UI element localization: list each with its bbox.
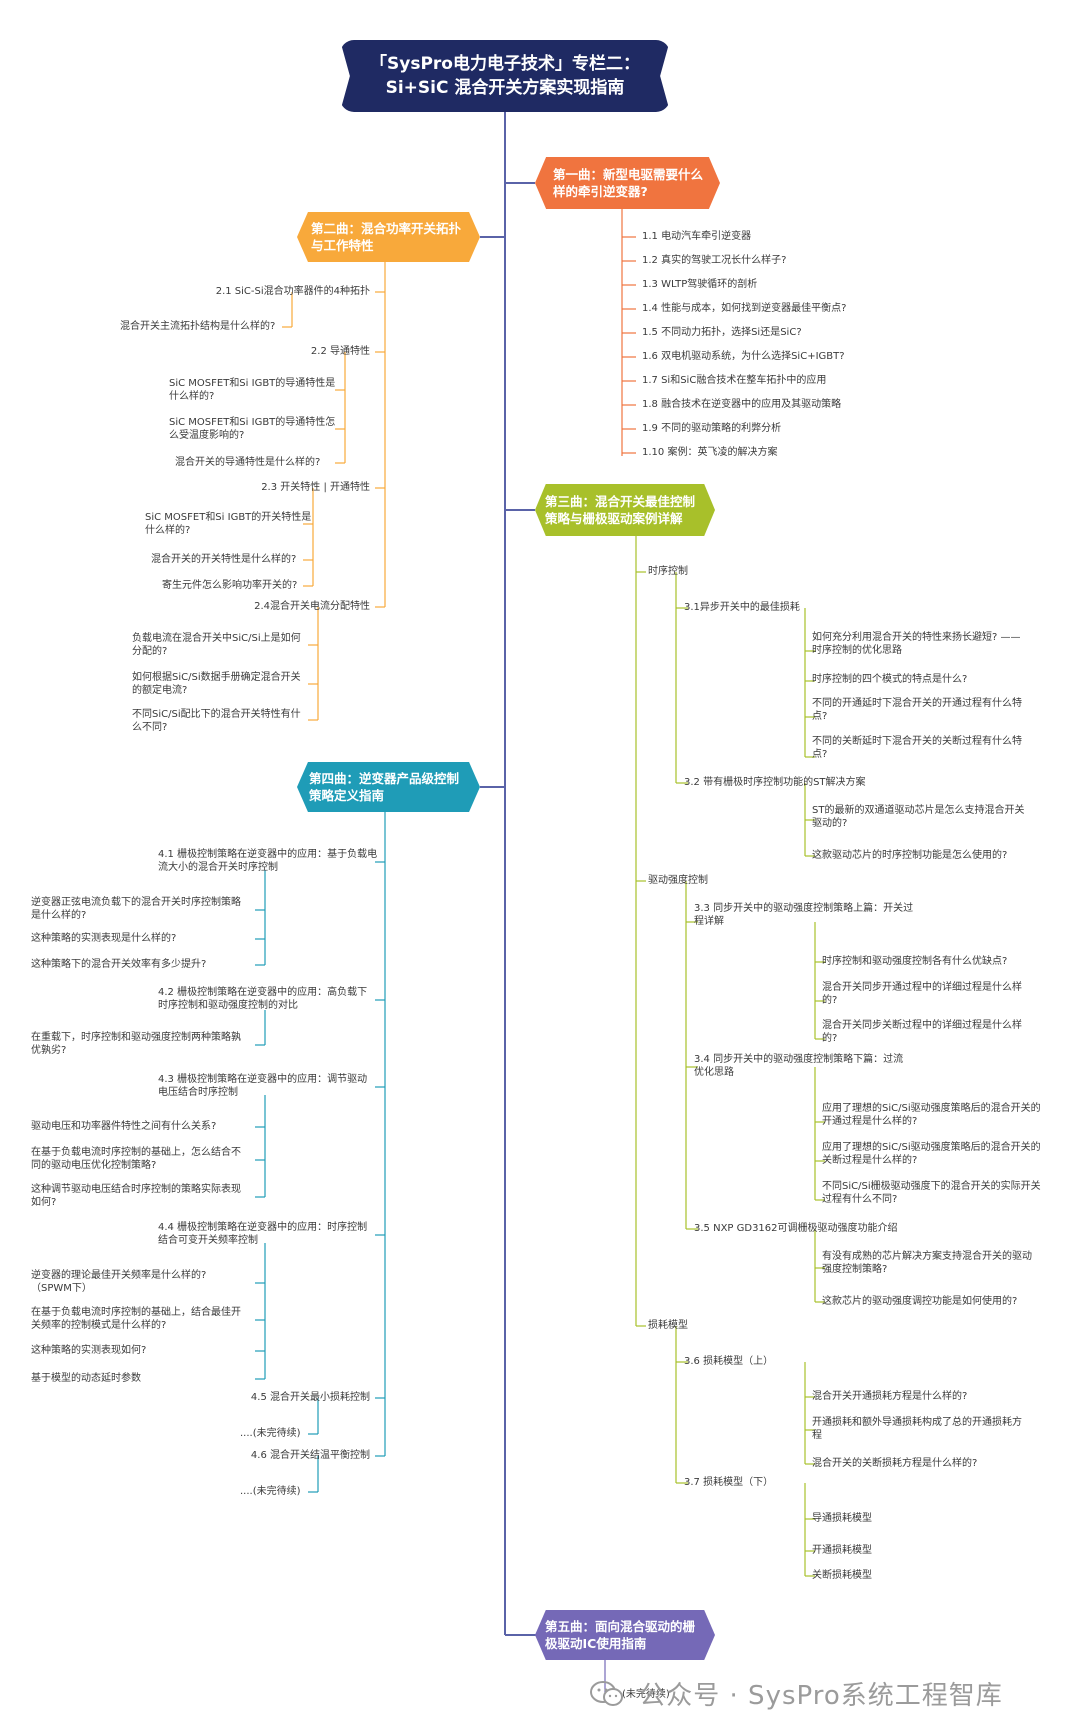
b2-2-2-item-3[interactable]: 混合开关的导通特性是什么样的?	[175, 457, 321, 468]
b3-3-2-item-2[interactable]: 这款驱动芯片的时序控制功能是怎么使用的?	[812, 850, 1008, 861]
b3-3-4-item-1[interactable]: 应用了理想的SiC/Si驱动强度策略后的混合开关的 开通过程是什么样的?	[822, 1103, 1041, 1127]
b1-item-5[interactable]: 1.5 不同动力拓扑，选择Si还是SiC?	[642, 327, 802, 338]
b4-4-4-item-3[interactable]: 这种策略的实测表现如何?	[31, 1345, 147, 1356]
branch-3-title: 第三曲：混合开关最佳控制 策略与栅极驱动案例详解	[545, 494, 696, 526]
b3-group-drive-strength[interactable]: 驱动强度控制	[648, 875, 708, 886]
watermark-text: 公众号 · SysPro系统工程智库	[639, 1681, 1003, 1711]
b1-item-1[interactable]: 1.1 电动汽车牵引逆变器	[642, 231, 752, 242]
b3-3-7-item-1[interactable]: 导通损耗模型	[812, 1513, 872, 1524]
b1-item-9[interactable]: 1.9 不同的驱动策略的利弊分析	[642, 423, 782, 434]
b3-3-1-item-3[interactable]: 不同的开通延时下混合开关的开通过程有什么特 点?	[812, 698, 1022, 722]
b3-3-6-item-2[interactable]: 开通损耗和额外导通损耗构成了总的开通损耗方 程	[812, 1417, 1022, 1441]
b3-topic-3-7[interactable]: 3.7 损耗模型（下）	[684, 1477, 774, 1488]
b3-3-3-item-3[interactable]: 混合开关同步关断过程中的详细过程是什么样 的?	[822, 1020, 1022, 1044]
branch-4-title: 第四曲：逆变器产品级控制 策略定义指南	[309, 771, 460, 803]
b4-4-4-item-2[interactable]: 在基于负载电流时序控制的基础上，结合最佳开 关频率的控制模式是什么样的?	[31, 1307, 241, 1331]
b1-item-8[interactable]: 1.8 融合技术在逆变器中的应用及其驱动策略	[642, 399, 842, 410]
b1-item-7[interactable]: 1.7 Si和SiC融合技术在整车拓扑中的应用	[642, 375, 827, 386]
root-title-node[interactable]: 「SysPro电力电子技术」专栏二： Si+SiC 混合开关方案实现指南	[340, 40, 670, 112]
b3-topic-3-4[interactable]: 3.4 同步开关中的驱动强度控制策略下篇：过流 优化思路	[694, 1054, 904, 1078]
b3-3-6-item-3[interactable]: 混合开关的关断损耗方程是什么样的?	[812, 1458, 978, 1469]
b4-topic-4-4[interactable]: 4.4 栅极控制策略在逆变器中的应用：时序控制 结合可变开关频率控制	[158, 1222, 368, 1246]
root-title-line1: 「SysPro电力电子技术」专栏二：	[370, 54, 640, 74]
b4-4-1-item-3[interactable]: 这种策略下的混合开关效率有多少提升?	[31, 959, 207, 970]
b3-3-3-item-1[interactable]: 时序控制和驱动强度控制各有什么优缺点?	[822, 956, 1008, 967]
b2-2-4-item-1[interactable]: 负载电流在混合开关中SiC/Si上是如何 分配的?	[132, 633, 301, 657]
b4-topic-4-6[interactable]: 4.6 混合开关结温平衡控制	[250, 1450, 370, 1461]
b3-3-4-item-2[interactable]: 应用了理想的SiC/Si驱动强度策略后的混合开关的 关断过程是什么样的?	[822, 1142, 1041, 1166]
branch-2-title: 第二曲：混合功率开关拓扑 与工作特性	[311, 221, 462, 253]
b3-topic-3-5[interactable]: 3.5 NXP GD3162可调栅极驱动强度功能介绍	[694, 1223, 898, 1234]
branch-5-title: 第五曲：面向混合驱动的栅 极驱动IC使用指南	[545, 1619, 696, 1651]
b2-topic-2-3[interactable]: 2.3 开关特性 | 开通特性	[261, 482, 370, 493]
b1-item-2[interactable]: 1.2 真实的驾驶工况长什么样子?	[642, 255, 787, 266]
b3-3-1-item-4[interactable]: 不同的关断延时下混合开关的关断过程有什么特 点?	[812, 736, 1022, 760]
b3-3-5-item-2[interactable]: 这款芯片的驱动强度调控功能是如何使用的?	[822, 1296, 1018, 1307]
b3-3-5-item-1[interactable]: 有没有成熟的芯片解决方案支持混合开关的驱动 强度控制策略?	[822, 1251, 1032, 1275]
watermark: 公众号 · SysPro系统工程智库	[590, 1675, 1003, 1712]
b3-3-2-item-1[interactable]: ST的最新的双通道驱动芯片是怎么支持混合开关 驱动的?	[812, 805, 1025, 829]
b3-3-3-item-2[interactable]: 混合开关同步开通过程中的详细过程是什么样 的?	[822, 982, 1022, 1006]
b2-topic-2-2[interactable]: 2.2 导通特性	[310, 346, 370, 357]
b2-2-4-item-3[interactable]: 不同SiC/Si配比下的混合开关特性有什 么不同?	[132, 709, 301, 733]
b2-2-3-item-3[interactable]: 寄生元件怎么影响功率开关的?	[162, 580, 298, 591]
b3-group-timing[interactable]: 时序控制	[648, 566, 688, 577]
b3-3-1-item-2[interactable]: 时序控制的四个模式的特点是什么?	[812, 674, 968, 685]
b1-item-10[interactable]: 1.10 案例：英飞凌的解决方案	[642, 447, 778, 458]
b2-topic-2-1[interactable]: 2.1 SiC-Si混合功率器件的4种拓扑	[215, 286, 370, 297]
b4-4-2-item-1[interactable]: 在重载下，时序控制和驱动强度控制两种策略孰 优孰劣?	[31, 1032, 241, 1056]
b3-group-loss-model[interactable]: 损耗模型	[648, 1320, 688, 1331]
b4-4-4-item-1[interactable]: 逆变器的理论最佳开关频率是什么样的? （SPWM下）	[31, 1270, 207, 1294]
b3-3-6-item-1[interactable]: 混合开关开通损耗方程是什么样的?	[812, 1391, 968, 1402]
branch-1-node[interactable]: 第一曲：新型电驱需要什么 样的牵引逆变器?	[535, 157, 720, 209]
b3-topic-3-6[interactable]: 3.6 损耗模型（上）	[684, 1356, 774, 1367]
b4-4-1-item-2[interactable]: 这种策略的实测表现是什么样的?	[31, 933, 177, 944]
b4-4-3-item-3[interactable]: 这种调节驱动电压结合时序控制的策略实际表现 如何?	[31, 1184, 241, 1208]
b2-2-3-item-2[interactable]: 混合开关的开关特性是什么样的?	[151, 554, 297, 565]
root-title-line2: Si+SiC 混合开关方案实现指南	[385, 78, 625, 98]
b4-4-1-item-1[interactable]: 逆变器正弦电流负载下的混合开关时序控制策略 是什么样的?	[31, 897, 241, 921]
branch-1-title: 第一曲：新型电驱需要什么 样的牵引逆变器?	[553, 167, 704, 199]
wechat-icon	[590, 1680, 624, 1708]
b3-3-7-item-2[interactable]: 开通损耗模型	[812, 1545, 872, 1556]
b4-topic-4-1[interactable]: 4.1 栅极控制策略在逆变器中的应用：基于负载电 流大小的混合开关时序控制	[158, 849, 378, 873]
b4-4-6-item-1[interactable]: ....(未完待续)	[240, 1486, 301, 1497]
b1-item-6[interactable]: 1.6 双电机驱动系统，为什么选择SiC+IGBT?	[642, 351, 845, 362]
b4-topic-4-5[interactable]: 4.5 混合开关最小损耗控制	[250, 1392, 370, 1403]
b4-4-4-item-4[interactable]: 基于模型的动态延时参数	[31, 1373, 141, 1384]
b4-topic-4-3[interactable]: 4.3 栅极控制策略在逆变器中的应用：调节驱动 电压结合时序控制	[158, 1074, 368, 1098]
b2-2-3-item-1[interactable]: SiC MOSFET和Si IGBT的开关特性是 什么样的?	[145, 512, 312, 536]
b2-2-2-item-2[interactable]: SiC MOSFET和Si IGBT的导通特性怎 么受温度影响的?	[169, 417, 336, 441]
branch-3-node[interactable]: 第三曲：混合开关最佳控制 策略与栅极驱动案例详解	[535, 484, 715, 536]
b4-4-3-item-1[interactable]: 驱动电压和功率器件特性之间有什么关系?	[31, 1121, 217, 1132]
b3-3-4-item-3[interactable]: 不同SiC/Si栅极驱动强度下的混合开关的实际开关 过程有什么不同?	[822, 1181, 1041, 1205]
branch-2-node[interactable]: 第二曲：混合功率开关拓扑 与工作特性	[297, 212, 480, 262]
branch-5-node[interactable]: 第五曲：面向混合驱动的栅 极驱动IC使用指南	[535, 1610, 715, 1660]
b1-item-4[interactable]: 1.4 性能与成本，如何找到逆变器最佳平衡点?	[642, 303, 847, 314]
b3-3-7-item-3[interactable]: 关断损耗模型	[812, 1570, 872, 1581]
b2-2-2-item-1[interactable]: SiC MOSFET和Si IGBT的导通特性是 什么样的?	[169, 378, 336, 402]
branch-4-node[interactable]: 第四曲：逆变器产品级控制 策略定义指南	[297, 762, 480, 812]
b3-topic-3-2[interactable]: 3.2 带有栅极时序控制功能的ST解决方案	[684, 777, 866, 788]
b5-item-1[interactable]: (未完待续)	[622, 1689, 670, 1700]
b4-4-5-item-1[interactable]: ....(未完待续)	[240, 1428, 301, 1439]
b2-topic-2-4[interactable]: 2.4混合开关电流分配特性	[254, 601, 370, 612]
b3-topic-3-1[interactable]: 3.1异步开关中的最佳损耗	[684, 602, 800, 613]
b2-2-4-item-2[interactable]: 如何根据SiC/Si数据手册确定混合开关 的额定电流?	[132, 672, 301, 696]
b3-3-1-item-1[interactable]: 如何充分利用混合开关的特性来扬长避短? —— 时序控制的优化思路	[812, 632, 1021, 656]
b2-2-1-item-1[interactable]: 混合开关主流拓扑结构是什么样的?	[120, 321, 276, 332]
b3-topic-3-3[interactable]: 3.3 同步开关中的驱动强度控制策略上篇：开关过 程详解	[694, 903, 914, 927]
b4-topic-4-2[interactable]: 4.2 栅极控制策略在逆变器中的应用：高负载下 时序控制和驱动强度控制的对比	[158, 987, 368, 1011]
b1-item-3[interactable]: 1.3 WLTP驾驶循环的剖析	[642, 279, 758, 290]
b4-4-3-item-2[interactable]: 在基于负载电流时序控制的基础上，怎么结合不 同的驱动电压优化控制策略?	[31, 1147, 241, 1171]
